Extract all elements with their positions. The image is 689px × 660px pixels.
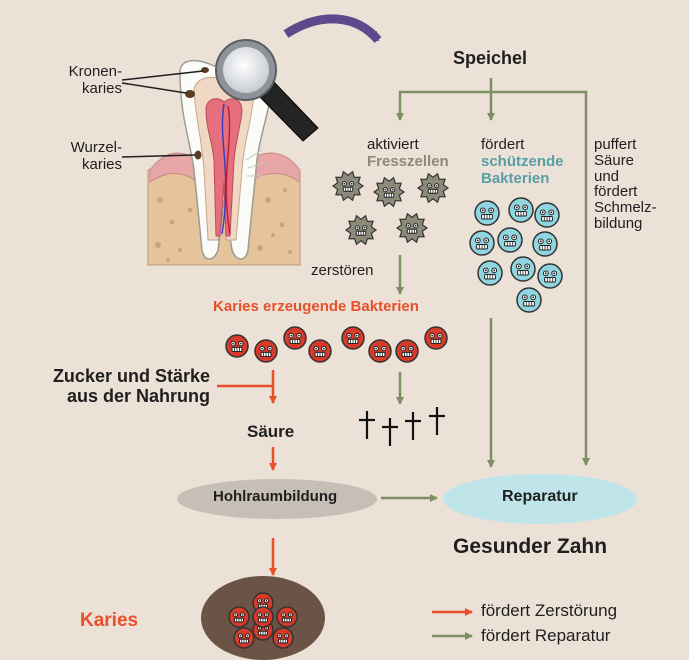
aktiviert-label: aktiviert Fresszellen [367,137,449,171]
fresszelle-5 [397,214,427,243]
wurzelkaries-label: Wurzel-karies [52,140,122,174]
fresszelle-1 [333,172,363,201]
foerdert-label: fördert schützende Bakterien [481,137,564,187]
schuetzende-bakterie-2 [509,198,533,222]
reparatur-label: Reparatur [502,488,578,506]
saeure-label: Säure [247,422,294,441]
schuetzende-bakterie-1 [475,201,499,225]
zerstoeren-label: zerstören [311,263,374,280]
karies-ellipse-bakterie-7 [253,607,273,627]
schuetzende-bakterie-4 [470,231,494,255]
karies-bakterie-4 [309,340,331,362]
schuetzende-bakterie-10 [517,288,541,312]
schuetzende-bakterie-5 [498,228,522,252]
karies-bakterie-5 [342,327,364,349]
kronenkaries-pointer-line-2 [122,83,186,93]
schuetzende-bakterie-9 [538,264,562,288]
legend-repair-label: fördert Reparatur [481,626,610,645]
kronenkaries-label: Kronen-karies [52,64,122,98]
fresszelle-2 [374,178,404,207]
karies-bakterie-1 [226,335,248,357]
schuetzende-bakterie-8 [511,257,535,281]
karies-bakterie-6 [369,340,391,362]
karies-ellipse-bakterie-5 [234,628,254,648]
gesunder-zahn-label: Gesunder Zahn [453,535,607,559]
karies-bakterie-7 [396,340,418,362]
karies-ellipse-bakterie-3 [277,607,297,627]
schuetzende-bakterie-7 [478,261,502,285]
hohlraumbildung-label: Hohlraumbildung [213,489,337,506]
speichel-label: Speichel [453,48,527,68]
fresszelle-3 [418,174,448,203]
schuetzende-bakterie-3 [535,203,559,227]
karies-ellipse-bakterie-6 [273,628,293,648]
karies-bakterien-label: Karies erzeugende Bakterien [213,299,419,316]
karies-bakterie-3 [284,327,306,349]
karies-bakterie-8 [425,327,447,349]
fresszelle-4 [346,216,376,245]
karies-ellipse-bakterie-2 [229,607,249,627]
schuetzende-bakterie-6 [533,232,557,256]
karies-label: Karies [80,610,138,631]
karies-bakterie-2 [255,340,277,362]
dead-bacteria-crosses [359,407,445,446]
legend-destruction-label: fördert Zerstörung [481,601,617,620]
zoom-arrow [286,19,378,40]
